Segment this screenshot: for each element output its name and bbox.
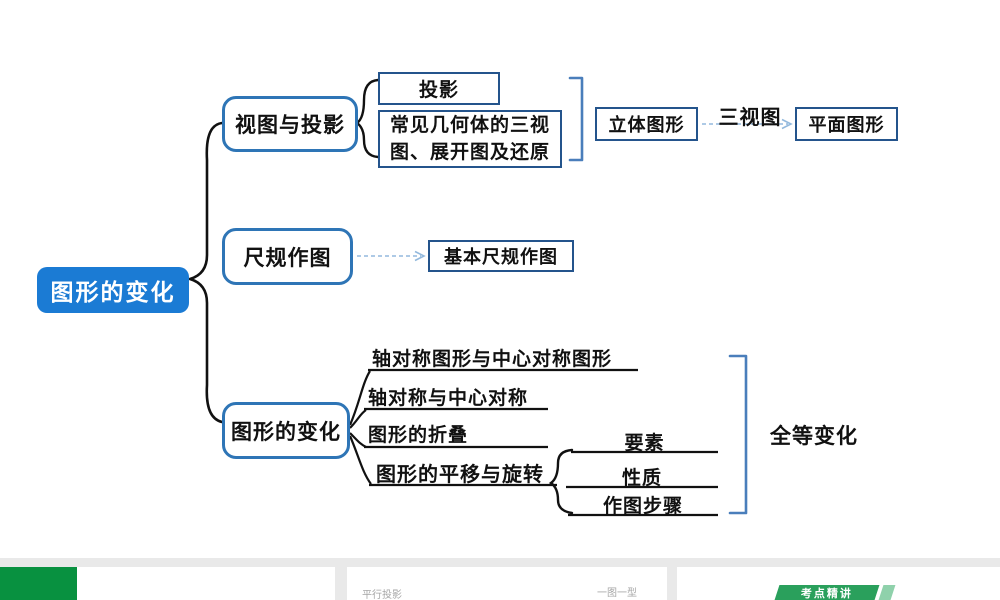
item2-connector	[349, 409, 367, 429]
three-views-arrow-label: 三视图	[718, 107, 782, 129]
three-views-line2: 图、展开图及还原	[389, 142, 550, 163]
item-translate-rotate: 图形的平移与旋转	[376, 464, 544, 486]
key-points-banner[interactable]: 考点精讲	[774, 585, 880, 600]
view-brace	[354, 78, 380, 159]
branch-view-projection: 视图与投影	[222, 96, 358, 152]
basic-construction-box: 基本尺规作图	[428, 240, 574, 272]
item-axisym-central: 轴对称与中心对称	[368, 388, 529, 409]
solid-figure-box: 立体图形	[595, 107, 698, 141]
root-node: 图形的变化	[37, 267, 189, 313]
item3-connector	[349, 432, 367, 448]
three-views-line1: 常见几何体的三视	[389, 115, 550, 136]
branch-figure-change: 图形的变化	[222, 402, 350, 459]
slide-thumbnail-2[interactable]	[347, 567, 667, 600]
congruent-bracket	[728, 354, 748, 515]
thumbnail-label-parallel-projection: 平行投影	[362, 590, 402, 600]
projection-box: 投影	[378, 72, 500, 105]
three-views-box: 常见几何体的三视 图、展开图及还原	[378, 110, 562, 168]
branch-ruler-compass: 尺规作图	[222, 228, 353, 285]
root-brace	[185, 121, 224, 424]
item-axisym-figures: 轴对称图形与中心对称图形	[372, 349, 613, 370]
view-bracket	[568, 76, 584, 162]
sub-properties: 性质	[621, 468, 662, 489]
thumbnail-green-block	[0, 567, 77, 600]
thumbnail-label-one-figure-one-type: 一图一型	[597, 588, 637, 599]
ruler-arrowhead	[414, 250, 426, 262]
key-points-banner-label: 考点精讲	[801, 587, 853, 600]
plane-figure-box: 平面图形	[795, 107, 898, 141]
sub-elements: 要素	[624, 433, 665, 454]
congruent-change-label: 全等变化	[770, 425, 858, 448]
sub-drawing-steps: 作图步骤	[602, 496, 683, 517]
item-folding: 图形的折叠	[368, 425, 469, 446]
item1-connector	[348, 370, 371, 426]
